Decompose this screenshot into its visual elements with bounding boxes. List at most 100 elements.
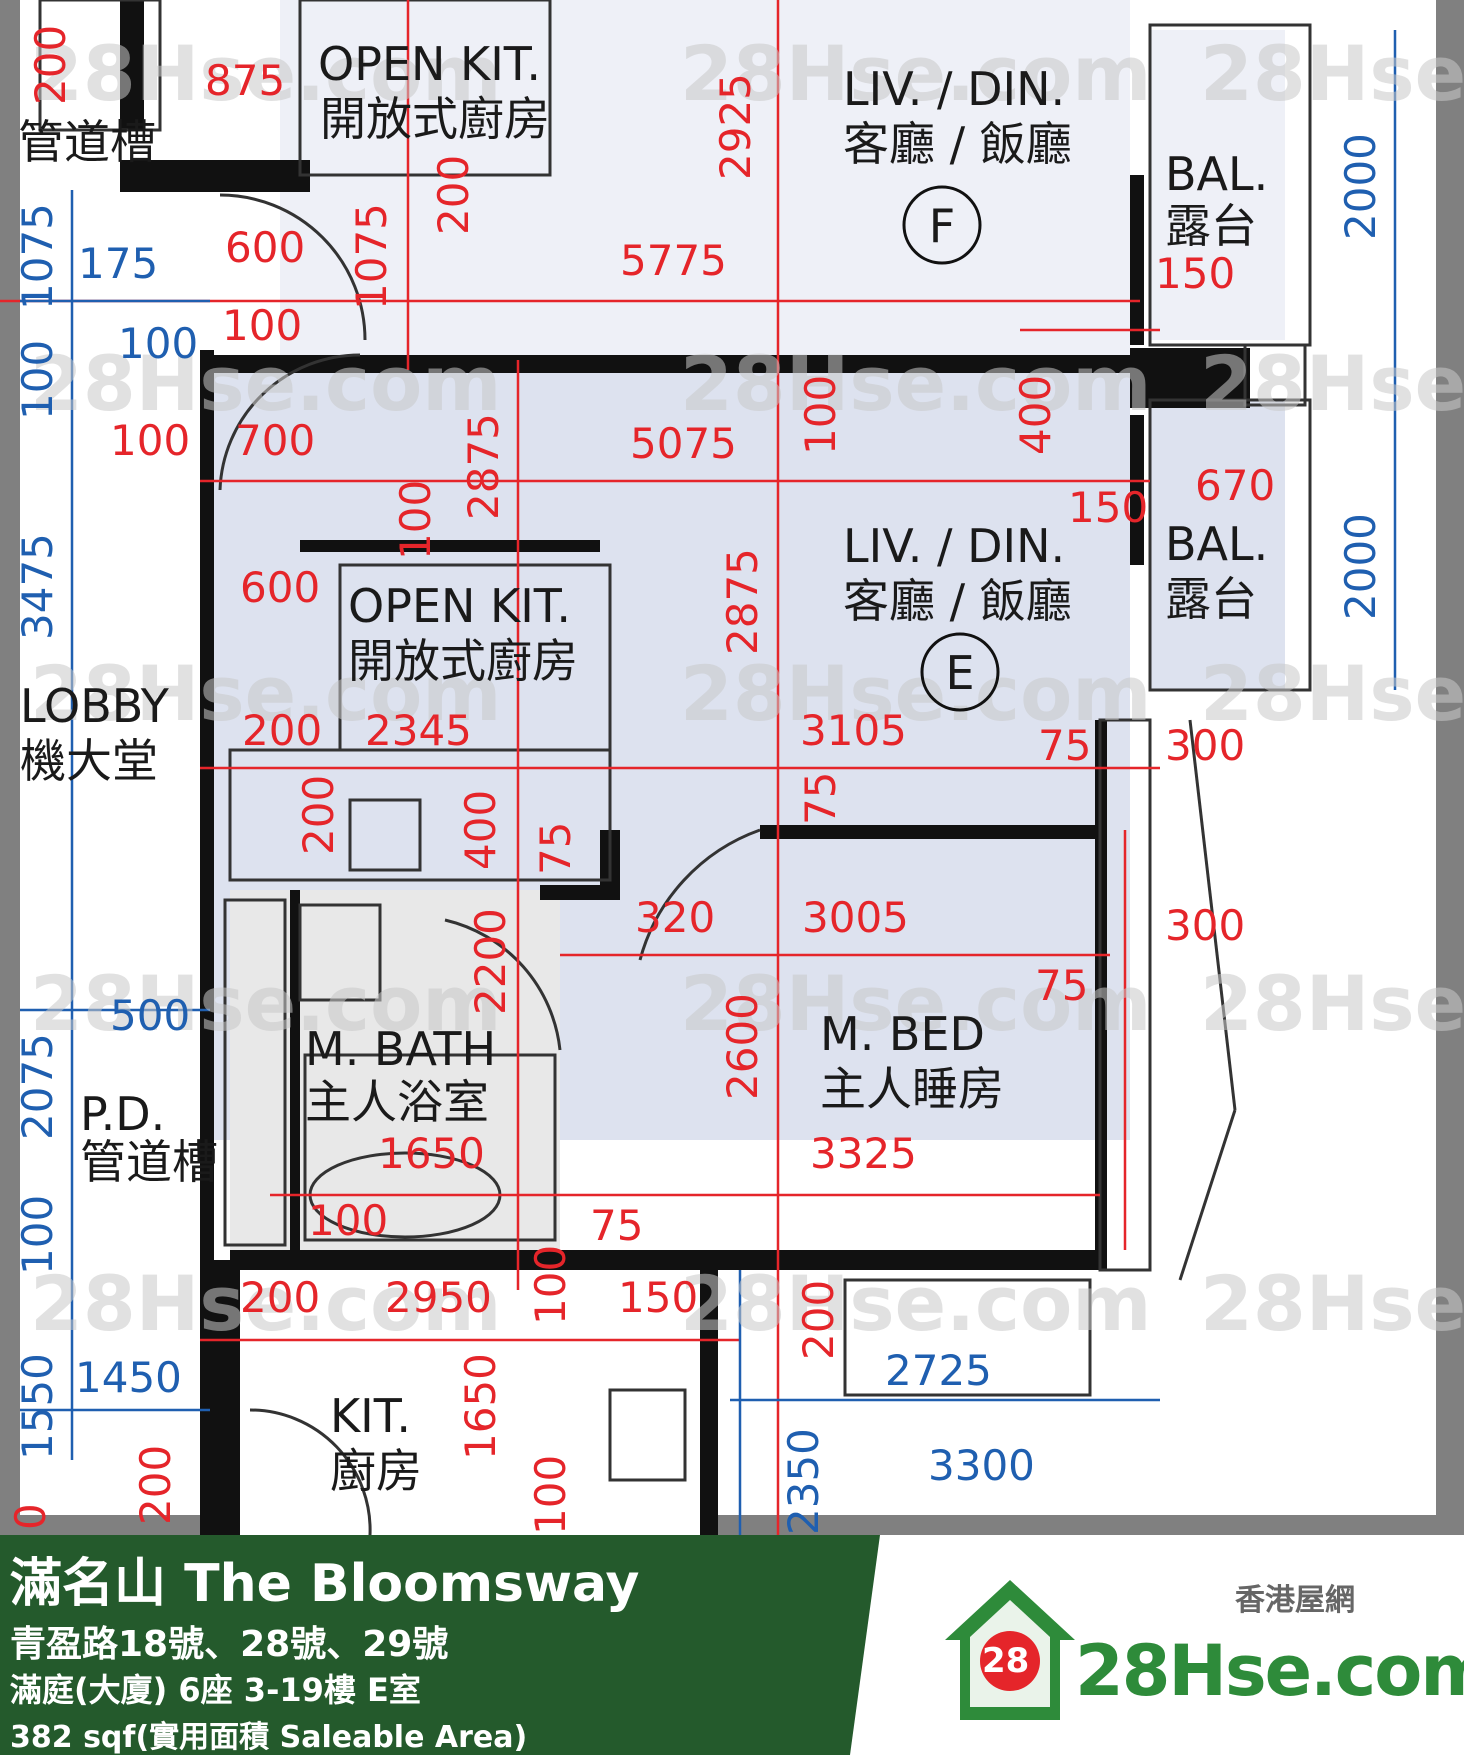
dim-red: 3105: [800, 706, 907, 755]
watermark-text: 28Hse.com: [680, 339, 1151, 428]
dim-red: 1075: [347, 203, 396, 310]
dim-red: 600: [240, 563, 320, 612]
dim-red: 100: [526, 1455, 575, 1535]
dim-red: 2925: [711, 73, 760, 180]
listing-footer: 滿名山 The Bloomsway 青盈路18號、28號、29號 滿庭(大廈) …: [0, 1535, 1464, 1755]
walls: [120, 0, 1250, 1535]
dim-red: 2600: [718, 993, 767, 1100]
floor-plan: 28Hse.com 28Hse.com 28Hse.com 28Hse.com 28Hs…: [0, 0, 1464, 1535]
room-label-m-bed-zh: 主人睡房: [820, 1062, 1004, 1116]
room-label-open-kit-mid-zh: 開放式廚房: [348, 634, 578, 688]
dim-blue: 3475: [13, 533, 62, 640]
watermark-text: 28Hse.com: [680, 649, 1151, 738]
dim-blue: 175: [78, 239, 158, 288]
room-fills: [200, 0, 1285, 1535]
unit-marker-f: F: [929, 199, 955, 253]
dim-blue: 3300: [928, 1441, 1035, 1490]
watermark-text: 28Hse.com: [30, 649, 501, 738]
watermark-text: 28Hse.com: [1200, 649, 1464, 738]
dim-red: 200: [294, 775, 343, 855]
dim-blue: 1550: [13, 1353, 62, 1460]
dim-red: 2950: [385, 1273, 492, 1322]
dim-blue: 500: [110, 991, 190, 1040]
dim-red: 320: [635, 893, 715, 942]
room-label-bal-mid: BAL.: [1165, 517, 1268, 571]
dim-red: 150: [1068, 483, 1148, 532]
dim-red: 3005: [802, 893, 909, 942]
dim-red: 100: [222, 301, 302, 350]
watermark-text: 28Hse.com: [680, 959, 1151, 1048]
watermark-text: 28Hse.com: [680, 1259, 1151, 1348]
red-dimension-lines: [0, 0, 1160, 1535]
dim-red: 100: [796, 375, 845, 455]
dim-red: 75: [1038, 721, 1091, 770]
dim-red: 2200: [466, 908, 515, 1015]
dim-red: 2345: [365, 706, 472, 755]
unit-marker-e: E: [945, 646, 974, 700]
dim-red: 75: [531, 822, 580, 875]
dim-red: 400: [456, 790, 505, 870]
room-label-open-kit-mid: OPEN KIT.: [348, 579, 571, 633]
estate-address: 青盈路18號、28號、29號: [10, 1624, 449, 1665]
watermark-text: 28Hse.com: [680, 29, 1151, 118]
room-label-kit: KIT.: [330, 1389, 411, 1443]
dim-blue: 2000: [1336, 513, 1385, 620]
dim-red: 2875: [459, 413, 508, 520]
dim-red: 200: [429, 155, 478, 235]
room-label-open-kit-top-zh: 開放式廚房: [320, 92, 550, 146]
room-label-open-kit-top: OPEN KIT.: [318, 37, 541, 91]
dim-red: 200: [240, 1273, 320, 1322]
dim-blue: 1075: [13, 203, 62, 310]
dim-blue: 2725: [885, 1346, 992, 1395]
dim-red: 100: [308, 1196, 388, 1245]
dim-blue: 100: [13, 1195, 62, 1275]
dim-red: 300: [1165, 901, 1245, 950]
dim-red: 600: [225, 223, 305, 272]
dim-red: 200: [131, 1445, 180, 1525]
room-label-kit-zh: 廚房: [330, 1444, 422, 1498]
watermark-text: 28Hse.com: [30, 959, 501, 1048]
red-dimension-labels: 875 2925 200 600 1075 5775 100 150 100 7…: [6, 25, 1275, 1535]
dim-red: 5775: [620, 236, 727, 285]
dim-red: 400: [1011, 375, 1060, 455]
dim-blue: 2350: [779, 1428, 828, 1535]
room-label-bal-top-zh: 露台: [1165, 199, 1257, 253]
dim-red: 1650: [378, 1129, 485, 1178]
room-label-m-bath-zh: 主人浴室: [305, 1075, 489, 1129]
estate-name: 滿名山 The Bloomsway: [10, 1554, 640, 1614]
room-label-pipe-duct-zh: 管道槽: [18, 115, 156, 169]
room-label-m-bath: M. BATH: [305, 1022, 496, 1076]
dim-red: 100: [110, 416, 190, 465]
dim-red: 100: [391, 480, 440, 560]
dim-blue: 2075: [13, 1033, 62, 1140]
dim-red: 75: [590, 1201, 643, 1250]
room-label-m-bed: M. BED: [820, 1007, 985, 1061]
dim-red: 1650: [456, 1353, 505, 1460]
blue-dimension-labels: 175 100 1075 100 3475 500 2075 100 1550 …: [13, 133, 1385, 1535]
brand-logo-text: 28Hse.com: [1075, 1630, 1464, 1712]
room-label-bal-top: BAL.: [1165, 147, 1268, 201]
unit-info: 滿庭(大廈) 6座 3-19樓 E室: [10, 1671, 421, 1709]
house-logo-icon: [945, 1580, 1075, 1720]
dim-red: 2875: [718, 548, 767, 655]
room-label-pd: P.D.: [80, 1087, 165, 1141]
watermark-text: 28Hse.com: [1200, 959, 1464, 1048]
dim-red: 200: [242, 706, 322, 755]
saleable-area: 382 sqf(實用面積 Saleable Area): [10, 1720, 528, 1755]
brand-badge: 28: [982, 1641, 1030, 1681]
dim-blue: 100: [118, 319, 198, 368]
watermark-text: 28Hse.com: [1200, 339, 1464, 428]
dim-red: 75: [796, 772, 845, 825]
watermark-text: 28Hse.com: [1200, 1259, 1464, 1348]
brand-site-zh: 香港屋網: [1235, 1583, 1355, 1618]
watermark-text: 28Hse.com: [30, 339, 501, 428]
room-label-liv-din-e-zh: 客廳 / 飯廳: [843, 574, 1072, 628]
watermark-text: 28Hse.com: [30, 29, 501, 118]
dim-red: 300: [1165, 721, 1245, 770]
room-label-lobby: LOBBY: [20, 679, 170, 733]
dim-red: 150: [618, 1273, 698, 1322]
footer-background: [0, 1535, 880, 1755]
dim-red: 150: [1155, 249, 1235, 298]
room-label-bal-mid-zh: 露台: [1165, 572, 1257, 626]
dim-red: 670: [1195, 461, 1275, 510]
